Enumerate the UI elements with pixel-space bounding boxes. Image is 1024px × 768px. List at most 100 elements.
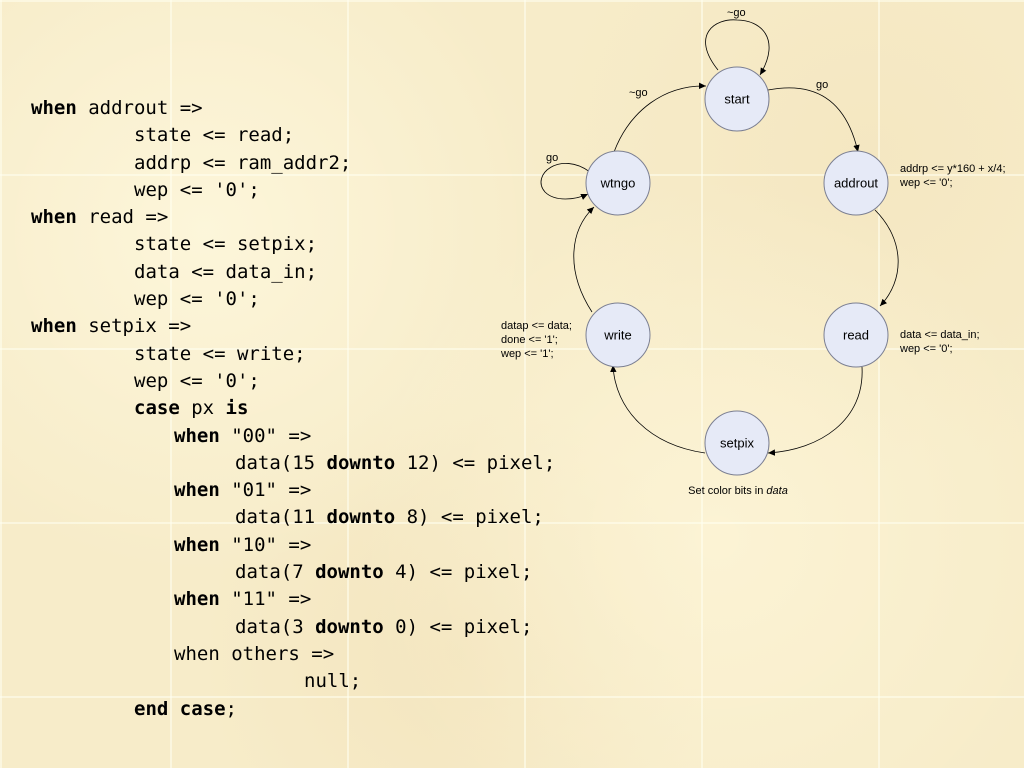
note-write: datap <= data; done <= '1'; wep <= '1'; bbox=[500, 320, 572, 360]
edge-label-wtngo-to-start: ~go bbox=[629, 87, 648, 99]
code-text: data(7 bbox=[235, 561, 316, 584]
note-line: wep <= '0'; bbox=[899, 177, 953, 189]
code-line: when setpix => bbox=[31, 313, 555, 340]
note-line: data <= data_in; bbox=[900, 329, 980, 341]
code-text: 8) <= pixel; bbox=[395, 506, 544, 529]
edge-label-start-to-addrout: go bbox=[816, 79, 828, 91]
node-label: wtngo bbox=[600, 175, 636, 190]
code-text: 4) <= pixel; bbox=[383, 561, 533, 584]
note-addrout: addrp <= y*160 + x/4; wep <= '0'; bbox=[899, 163, 1006, 189]
code-line: data(7 downto 4) <= pixel; bbox=[31, 559, 555, 586]
code-text: addrout => bbox=[76, 97, 203, 119]
code-text: data(15 bbox=[235, 451, 327, 474]
code-line: state <= write; bbox=[31, 341, 555, 368]
code-keyword: downto bbox=[326, 451, 396, 474]
edge-setpix-to-write bbox=[610, 364, 706, 454]
code-text: 0) <= pixel; bbox=[383, 615, 533, 638]
code-text: "10" => bbox=[219, 533, 312, 556]
code-line: when "01" => bbox=[31, 477, 555, 504]
code-line: addrp <= ram_addr2; bbox=[31, 150, 555, 177]
code-line: wep <= '0'; bbox=[31, 286, 555, 313]
code-line: data(11 downto 8) <= pixel; bbox=[31, 504, 555, 531]
code-text: 12) <= pixel; bbox=[395, 451, 556, 474]
code-keyword: downto bbox=[315, 561, 384, 584]
code-keyword: when bbox=[174, 479, 220, 502]
note-read: data <= data_in; wep <= '0'; bbox=[899, 329, 980, 355]
code-line: when read => bbox=[31, 204, 555, 231]
code-line: when "11" => bbox=[31, 586, 555, 613]
note-line: wep <= '0'; bbox=[899, 343, 953, 355]
note-setpix-prefix: Set color bits in bbox=[688, 485, 766, 497]
code-keyword: when bbox=[31, 97, 77, 119]
node-setpix: setpix bbox=[704, 410, 770, 476]
note-line: done <= '1'; bbox=[501, 334, 558, 346]
code-line: data(3 downto 0) <= pixel; bbox=[31, 614, 555, 641]
edge-wtngo-self bbox=[540, 163, 591, 200]
code-keyword: when bbox=[174, 424, 220, 447]
code-keyword: case bbox=[134, 397, 180, 420]
edge-read-to-setpix bbox=[767, 366, 863, 456]
code-text: "11" => bbox=[219, 588, 312, 611]
code-text: state <= write; bbox=[134, 342, 306, 365]
node-start: start bbox=[704, 66, 770, 132]
code-text: data <= data_in; bbox=[134, 260, 318, 283]
code-line: wep <= '0'; bbox=[31, 177, 555, 204]
code-line: state <= read; bbox=[31, 122, 555, 149]
code-keyword: is bbox=[225, 397, 249, 420]
code-line: when "00" => bbox=[31, 423, 555, 450]
code-text: state <= read; bbox=[134, 124, 295, 147]
node-wtngo: wtngo bbox=[585, 150, 651, 216]
code-text: wep <= '0'; bbox=[134, 178, 260, 201]
code-line: null; bbox=[31, 668, 555, 695]
edge-start-to-addrout bbox=[767, 87, 860, 153]
note-setpix: Set color bits in data bbox=[688, 485, 788, 497]
code-text: addrp <= ram_addr2; bbox=[134, 151, 352, 174]
node-write: write bbox=[585, 302, 651, 368]
code-text: data(11 bbox=[235, 506, 327, 529]
vhdl-code-block: when addrout =>state <= read;addrp <= ra… bbox=[31, 95, 555, 723]
code-line: data <= data_in; bbox=[31, 259, 555, 286]
code-line: wep <= '0'; bbox=[31, 368, 555, 395]
code-text: when others => bbox=[174, 642, 335, 665]
code-text: state <= setpix; bbox=[134, 233, 318, 256]
code-line: data(15 downto 12) <= pixel; bbox=[31, 450, 555, 477]
code-line: end case; bbox=[31, 696, 555, 723]
code-text: wep <= '0'; bbox=[134, 369, 260, 392]
node-label: setpix bbox=[720, 435, 754, 450]
node-read: read bbox=[823, 302, 889, 368]
code-keyword: when bbox=[31, 315, 77, 338]
code-keyword: when bbox=[174, 588, 220, 611]
code-line: case px is bbox=[31, 395, 555, 422]
code-keyword: end case bbox=[134, 697, 226, 720]
code-text: "00" => bbox=[219, 424, 312, 447]
edge-start-self bbox=[705, 19, 770, 76]
code-text: data(3 bbox=[235, 615, 316, 638]
code-text: read => bbox=[76, 206, 169, 229]
edge-label-start-self: ~go bbox=[727, 7, 746, 19]
note-line: datap <= data; bbox=[501, 320, 572, 332]
code-keyword: when bbox=[31, 206, 77, 229]
note-line: addrp <= y*160 + x/4; bbox=[900, 163, 1006, 175]
note-line: wep <= '1'; bbox=[500, 348, 554, 360]
node-label: read bbox=[843, 327, 869, 342]
code-line: when others => bbox=[31, 641, 555, 668]
note-setpix-italic: data bbox=[766, 485, 787, 497]
code-text: ; bbox=[225, 697, 237, 720]
edge-write-to-wtngo bbox=[573, 206, 595, 313]
edge-wtngo-to-start bbox=[613, 82, 707, 153]
code-text: wep <= '0'; bbox=[134, 288, 260, 311]
node-addrout: addrout bbox=[823, 150, 889, 216]
code-line: state <= setpix; bbox=[31, 231, 555, 258]
code-keyword: when bbox=[174, 533, 220, 556]
code-keyword: downto bbox=[326, 506, 396, 529]
edge-label-wtngo-self: go bbox=[546, 152, 558, 164]
node-label: addrout bbox=[834, 175, 878, 190]
code-text: setpix => bbox=[76, 315, 192, 338]
code-line: when addrout => bbox=[31, 95, 555, 122]
code-text: null; bbox=[304, 670, 362, 693]
code-text: px bbox=[179, 397, 226, 420]
edge-addrout-to-read bbox=[874, 209, 899, 307]
code-keyword: downto bbox=[315, 615, 384, 638]
node-label: start bbox=[724, 91, 750, 106]
